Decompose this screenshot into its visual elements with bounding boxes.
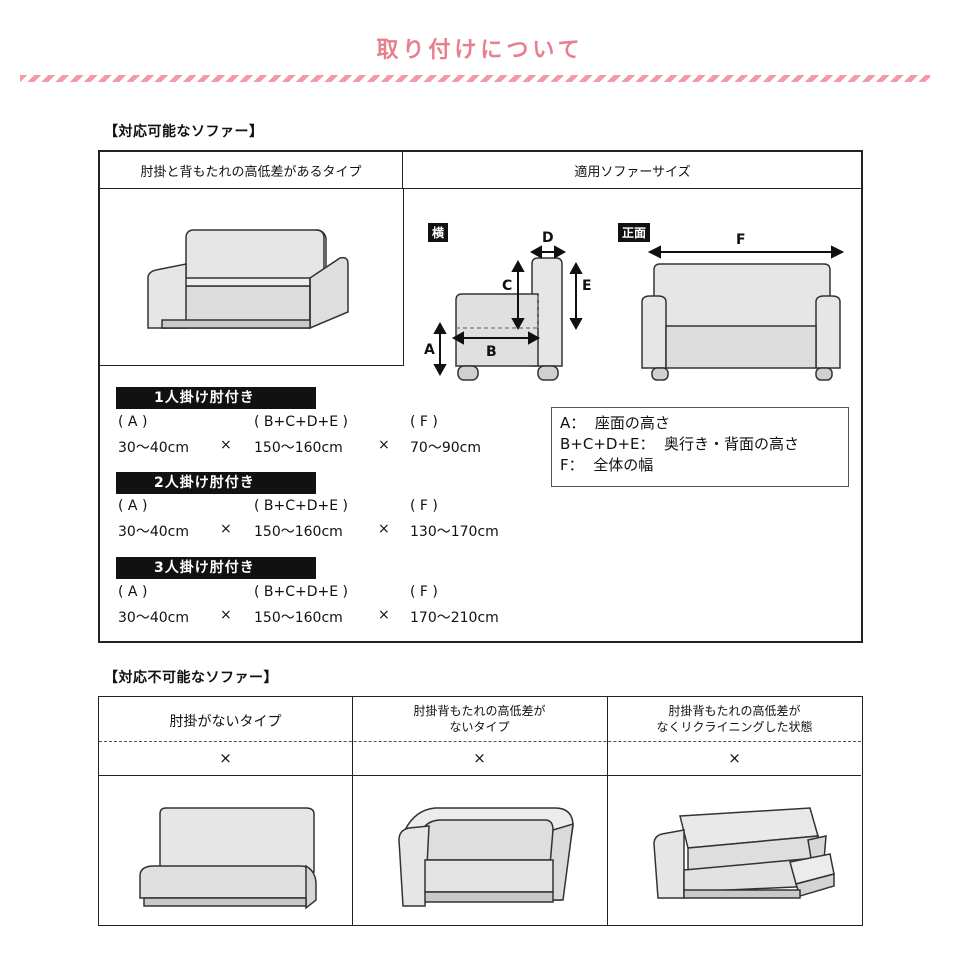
model-3-value-f: 170〜210cm (410, 610, 499, 626)
model-3-label-a: ( A ) (118, 584, 148, 600)
dim-label-f: F (736, 232, 746, 248)
col1-header: 肘掛と背もたれの高低差があるタイプ (140, 165, 362, 180)
incompatible-col2-line2: ないタイプ (449, 720, 510, 734)
dim-label-c: C (502, 278, 512, 294)
model-2-times-2: × (378, 521, 390, 537)
incompatible-table: 肘掛がないタイプ 肘掛背もたれの高低差が ないタイプ 肘掛背もたれの高低差が な… (98, 696, 863, 926)
model-1-times-2: × (378, 437, 390, 453)
legend-key-a: A： (560, 414, 586, 432)
armless-sofa-illustration (139, 807, 317, 910)
incompatible-col2-header: 肘掛背もたれの高低差が ないタイプ (352, 703, 607, 735)
header-column-divider (402, 152, 403, 188)
front-view-dimension-diagram: F (641, 232, 845, 381)
sofa-image-frame (100, 188, 404, 366)
no-height-difference-sofa-illustration (398, 807, 574, 907)
compatible-table: 肘掛と背もたれの高低差があるタイプ 適用ソファーサイズ (98, 150, 863, 643)
legend-desc-f: 全体の幅 (593, 456, 654, 474)
model-3-times-1: × (220, 607, 232, 623)
legend-key-bcde: B+C+D+E： (560, 435, 655, 453)
legend-row-bcde: B+C+D+E： 奥行き・背面の高さ (560, 434, 840, 455)
incompatible-col1-header: 肘掛がないタイプ (169, 714, 282, 730)
model-1-label-a: ( A ) (118, 414, 148, 430)
title-stripe-divider (20, 75, 930, 82)
side-view-dimension-diagram: A B C D E (424, 230, 592, 381)
compatible-heading: 【対応可能なソファー】 (104, 124, 264, 140)
legend-desc-bcde: 奥行き・背面の高さ (664, 435, 800, 453)
dim-label-a: A (424, 342, 435, 358)
model-1-value-a: 30〜40cm (118, 440, 189, 456)
model-2-label-a: ( A ) (118, 498, 148, 514)
column-divider-1 (352, 697, 353, 925)
dimension-legend: A： 座面の高さ B+C+D+E： 奥行き・背面の高さ F： 全体の幅 (551, 407, 849, 487)
dim-label-d: D (542, 230, 554, 246)
incompatible-col3-line1: 肘掛背もたれの高低差が (668, 704, 801, 718)
model-3-label-f: ( F ) (410, 584, 438, 600)
incompatible-col3-mark: × (728, 749, 741, 767)
model-1-value-f: 70〜90cm (410, 440, 481, 456)
header-divider (100, 188, 861, 189)
incompatible-col2-line1: 肘掛背もたれの高低差が (413, 704, 546, 718)
model-2-label-f: ( F ) (410, 498, 438, 514)
model-3-label: 3人掛け肘付き (116, 557, 316, 579)
side-view-tag: 横 (428, 223, 449, 242)
model-1-label: 1人掛け肘付き (116, 387, 316, 409)
model-2-value-a: 30〜40cm (118, 524, 189, 540)
row-divider (99, 775, 861, 776)
model-1-label-f: ( F ) (410, 414, 438, 430)
model-2-value-bcde: 150〜160cm (254, 524, 343, 540)
legend-row-f: F： 全体の幅 (560, 455, 840, 476)
incompatible-heading: 【対応不可能なソファー】 (104, 670, 278, 686)
model-3-value-a: 30〜40cm (118, 610, 189, 626)
legend-row-a: A： 座面の高さ (560, 413, 840, 434)
incompatible-col1-mark: × (219, 749, 232, 767)
dashed-row-divider (99, 741, 861, 742)
model-2-label: 2人掛け肘付き (116, 472, 316, 494)
model-2-value-f: 130〜170cm (410, 524, 499, 540)
incompatible-col2-mark: × (473, 749, 486, 767)
model-1-label-bcde: ( B+C+D+E ) (254, 414, 349, 430)
model-3-times-2: × (378, 607, 390, 623)
model-3-value-bcde: 150〜160cm (254, 610, 343, 626)
model-1-times-1: × (220, 437, 232, 453)
page-title: 取り付けについて (376, 38, 584, 63)
dim-label-b: B (486, 344, 497, 360)
incompatible-col3-header: 肘掛背もたれの高低差が なくリクライニングした状態 (607, 703, 862, 735)
legend-desc-a: 座面の高さ (594, 414, 670, 432)
col2-header: 適用ソファーサイズ (574, 165, 691, 180)
model-3-label-bcde: ( B+C+D+E ) (254, 584, 349, 600)
front-view-tag: 正面 (618, 223, 651, 242)
sofa-with-arms-illustration (147, 229, 349, 330)
incompatible-col3-line2: なくリクライニングした状態 (656, 720, 813, 734)
reclining-sofa-illustration (653, 807, 835, 899)
dim-label-e: E (582, 278, 592, 294)
model-2-times-1: × (220, 521, 232, 537)
legend-key-f: F： (560, 456, 584, 474)
column-divider-2 (607, 697, 608, 925)
model-1-value-bcde: 150〜160cm (254, 440, 343, 456)
model-2-label-bcde: ( B+C+D+E ) (254, 498, 349, 514)
